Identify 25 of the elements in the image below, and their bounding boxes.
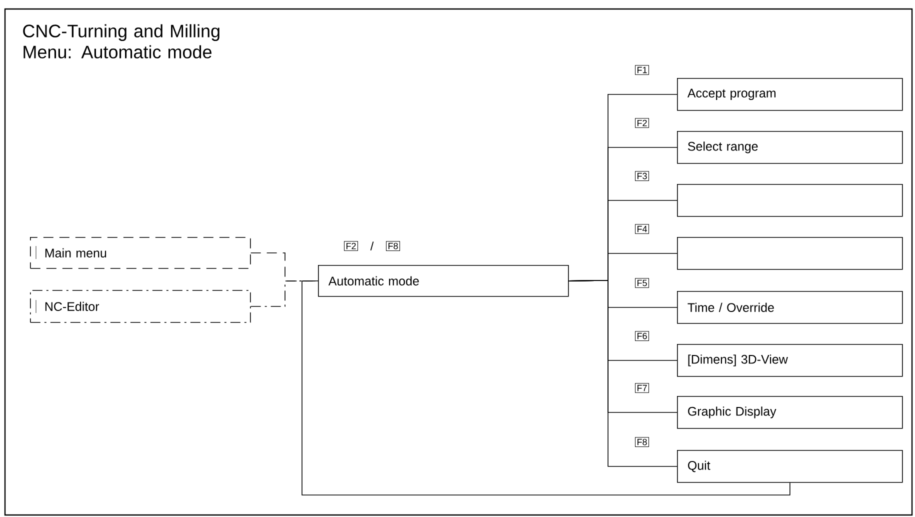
menu-box: Main menu [30,237,251,269]
key-cap: F6 [635,331,649,341]
connector-line [302,280,790,496]
menu-box: Graphic Display [677,396,903,429]
separator-slash: / [370,242,374,250]
menu-box: Accept program [677,78,903,111]
menu-box: Select range [677,131,903,164]
menu-box: Time / Override [677,291,903,324]
key-cap: F8 [635,437,649,447]
key-cap: F1 [635,65,649,75]
menu-box: [Dimens] 3D-View [677,344,903,377]
key-cap: F3 [635,171,649,181]
key-cap: F5 [635,278,649,288]
connector-line [568,280,678,467]
menu-box: NC-Editor [30,290,251,323]
key-cap: F2 [344,241,358,251]
key-cap: F2 [635,118,649,128]
key-cap: F7 [635,383,649,393]
key-cap: F8 [386,241,400,251]
menu-box: Automatic mode [318,265,569,297]
empty-box [677,184,903,217]
empty-box [677,237,903,270]
menu-box: Quit [677,450,903,483]
title: CNC-Turning and Milling Menu: Automatic mode [23,24,220,58]
key-cap: F4 [635,224,649,234]
